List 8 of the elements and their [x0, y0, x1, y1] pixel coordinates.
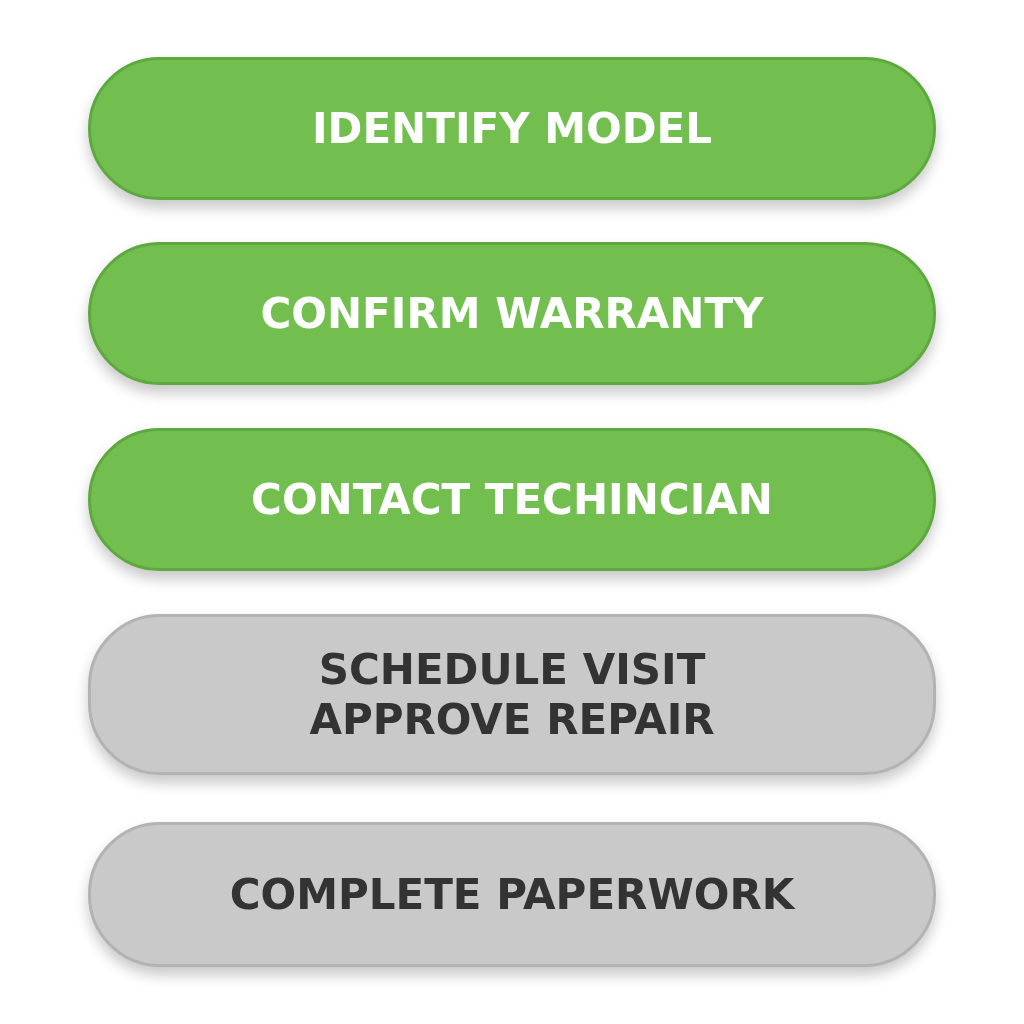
step-label: IDENTIFY MODEL	[311, 103, 713, 154]
step-label: CONFIRM WARRANTY	[260, 288, 764, 339]
step-label: SCHEDULE VISIT	[318, 644, 706, 695]
step-label: COMPLETE PAPERWORK	[229, 869, 795, 920]
step-label: APPROVE REPAIR	[309, 694, 715, 745]
step-pill	[88, 822, 936, 967]
step-label: CONTACT TECHINCIAN	[251, 474, 773, 525]
step-pill	[88, 614, 936, 775]
